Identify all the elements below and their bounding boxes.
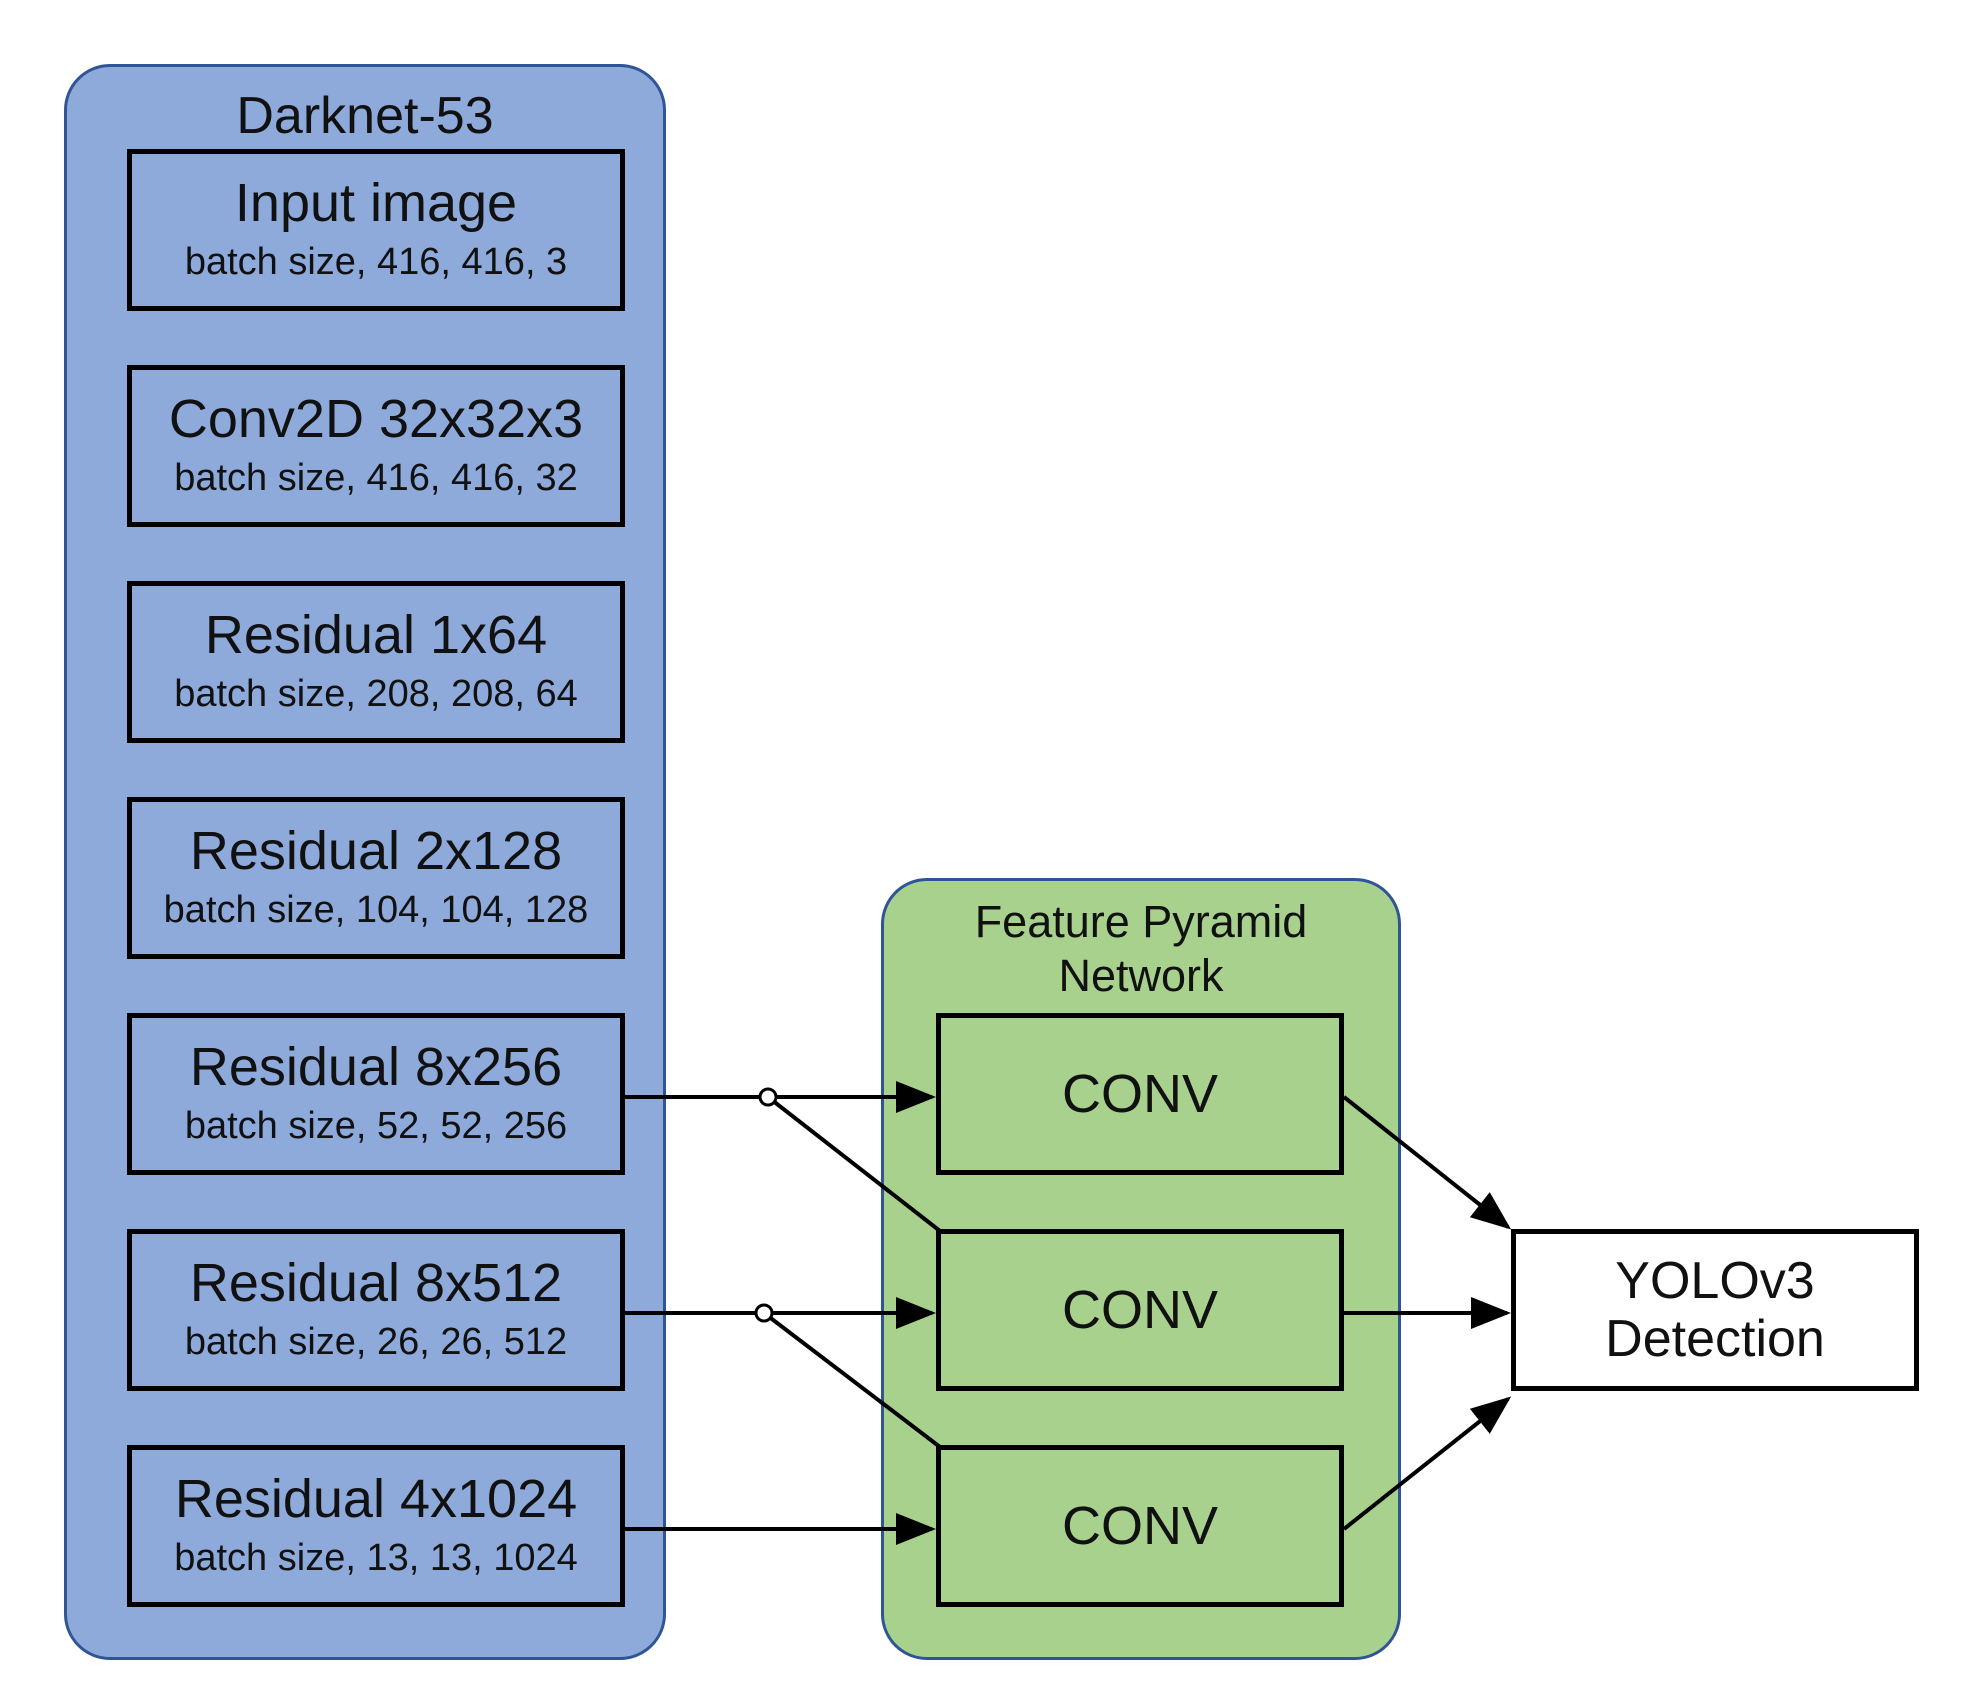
block-title: Residual 8x512 <box>189 1253 563 1314</box>
block-title: Residual 4x1024 <box>174 1469 578 1530</box>
residual-1x64-block: Residual 1x64 batch size, 208, 208, 64 <box>127 581 625 743</box>
block-title: Input image <box>234 173 518 234</box>
block-shape: batch size, 416, 416, 3 <box>184 241 568 284</box>
residual-8x256-block: Residual 8x256 batch size, 52, 52, 256 <box>127 1013 625 1175</box>
block-title: Conv2D 32x32x3 <box>168 389 584 450</box>
fpn-title-line-2: Network <box>1058 950 1224 1001</box>
block-shape: batch size, 13, 13, 1024 <box>174 1537 578 1580</box>
darknet-53-title: Darknet-53 <box>236 87 494 145</box>
conv2d-block: Conv2D 32x32x3 batch size, 416, 416, 32 <box>127 365 625 527</box>
line-residual-8x256-to-conv-middle <box>766 1095 942 1233</box>
block-shape: batch size, 104, 104, 128 <box>163 889 589 932</box>
block-title: Residual 2x128 <box>189 821 563 882</box>
conv-label: CONV <box>1061 1496 1218 1556</box>
junction-node-8x256 <box>758 1087 778 1107</box>
block-title: Residual 1x64 <box>204 605 548 666</box>
conv-label: CONV <box>1061 1280 1218 1340</box>
arrow-conv-top-to-detection <box>1342 1095 1512 1230</box>
yolov3-detection-block: YOLOv3 Detection <box>1511 1229 1919 1391</box>
detection-line-1: YOLOv3 <box>1615 1251 1815 1310</box>
residual-4x1024-block: Residual 4x1024 batch size, 13, 13, 1024 <box>127 1445 625 1607</box>
fpn-title: Feature Pyramid Network <box>884 895 1398 1003</box>
block-shape: batch size, 26, 26, 512 <box>184 1321 568 1364</box>
line-residual-8x512-to-conv-bottom <box>762 1311 942 1449</box>
detection-line-2: Detection <box>1605 1310 1825 1368</box>
darknet-53-group: Darknet-53 <box>64 64 666 1660</box>
fpn-title-line-1: Feature Pyramid <box>974 896 1308 947</box>
residual-2x128-block: Residual 2x128 batch size, 104, 104, 128 <box>127 797 625 959</box>
conv-block-middle: CONV <box>936 1229 1344 1391</box>
conv-block-bottom: CONV <box>936 1445 1344 1607</box>
arrow-conv-bottom-to-detection <box>1342 1396 1512 1531</box>
feature-pyramid-network-group: Feature Pyramid Network <box>881 878 1401 1660</box>
block-shape: batch size, 416, 416, 32 <box>174 457 578 500</box>
input-image-block: Input image batch size, 416, 416, 3 <box>127 149 625 311</box>
junction-node-8x512 <box>754 1303 774 1323</box>
block-shape: batch size, 208, 208, 64 <box>174 673 578 716</box>
conv-block-top: CONV <box>936 1013 1344 1175</box>
conv-label: CONV <box>1061 1064 1218 1124</box>
block-shape: batch size, 52, 52, 256 <box>184 1105 568 1148</box>
block-title: Residual 8x256 <box>189 1037 563 1098</box>
residual-8x512-block: Residual 8x512 batch size, 26, 26, 512 <box>127 1229 625 1391</box>
